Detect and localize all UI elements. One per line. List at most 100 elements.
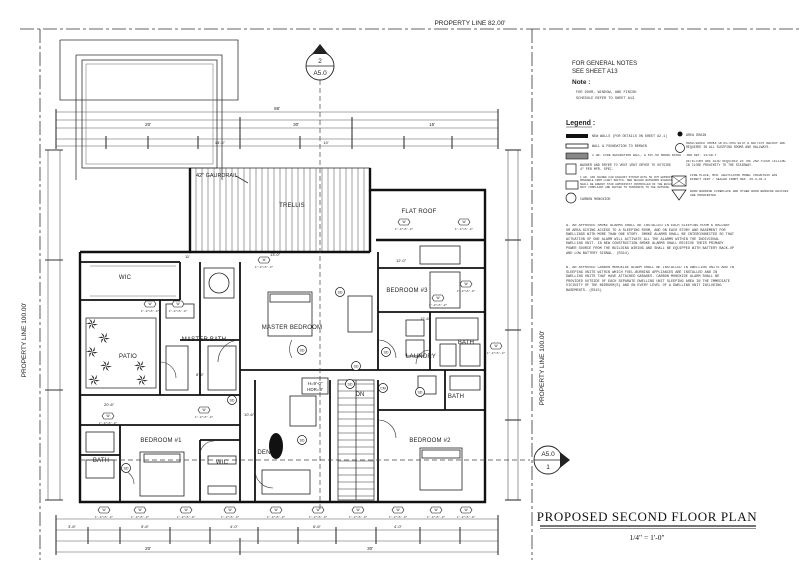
svg-text:3'-0"x5'-0": 3'-0"x5'-0" <box>309 515 328 519</box>
label-header-height: HDR=8' <box>307 387 323 392</box>
dim-overall: 86' <box>274 106 280 111</box>
svg-text:PROPOSED SECOND FLOOR PLAN: PROPOSED SECOND FLOOR PLAN <box>537 509 757 524</box>
svg-text:A5.0: A5.0 <box>313 70 327 77</box>
general-notes: FOR GENERAL NOTES SEE SHEET A13 Note : F… <box>572 61 637 101</box>
svg-text:SD: SD <box>348 382 353 386</box>
svg-text:SD: SD <box>124 466 129 470</box>
co-alarm-note: B. AN APPROVED CARBON MONOXIDE ALARM SHA… <box>566 266 735 293</box>
legend-detector-note: DETECTORS ARE ALSO REQUIRED IN THE 2ND F… <box>686 160 786 167</box>
svg-text:3'-0"x5'-0": 3'-0"x5'-0" <box>177 515 196 519</box>
legend-fireplace-note: FIRE PLACE, MFR. HEATILATOR MODEL CRAVE7… <box>690 174 778 181</box>
co-detector-icon: CM <box>378 383 388 393</box>
plant-icon <box>86 318 98 330</box>
dim-sub-1: 14'-6" <box>215 140 226 145</box>
window-tag: W3'-0"x5'-0" <box>389 506 408 519</box>
svg-text:1 HR. FIRE SEPARATION WALL, &: 1 HR. FIRE SEPARATION WALL, & STC-50 SOU… <box>592 153 717 157</box>
window-tag: W 3'-0"x5'-0" <box>457 506 476 519</box>
smoke-alarm-note: A. AN APPROVED SMOKE ALARMS SHALL BE INS… <box>566 224 735 256</box>
smoke-detector-icon: SD <box>121 463 131 473</box>
window-tag: W3'-0"x5'-0" <box>267 506 286 519</box>
svg-text:Legend :: Legend : <box>566 120 595 127</box>
svg-text:3'-0"x5'-0": 3'-0"x5'-0" <box>427 515 446 519</box>
title-block: PROPOSED SECOND FLOOR PLAN 1/4" = 1'-0" <box>537 509 757 542</box>
dim-b2: 5'-6" <box>141 524 150 529</box>
svg-text:W: W <box>102 508 105 512</box>
smoke-detector-icon: SD <box>297 345 307 355</box>
svg-text:3'-0"x5'-0": 3'-0"x5'-0" <box>169 309 188 313</box>
svg-text:SCHEDULE REFER TO SHEET A13: SCHEDULE REFER TO SHEET A13 <box>576 97 634 101</box>
smoke-detector-icon: SD <box>381 347 391 357</box>
smoke-detector-icon: SD <box>351 361 361 371</box>
svg-text:3'-0"x5'-0": 3'-0"x5'-0" <box>457 515 476 519</box>
smoke-detector-icon: SD <box>227 395 237 405</box>
svg-text:W: W <box>316 508 319 512</box>
legend-woodburning-note: WOOD BURNING FIREPLACE AND OTHER WOOD BU… <box>690 190 789 197</box>
legend-washer-note: WASHER AND DRYER TO VENT VENT DRYER TO O… <box>580 163 672 171</box>
dim-mid: 30' <box>293 122 299 127</box>
roof-outline <box>59 39 239 180</box>
window-tag: W 3'-0"x5'-0" <box>309 506 328 519</box>
svg-text:3'-0"x5'-0": 3'-0"x5'-0" <box>221 515 240 519</box>
label-laundry: LAUNDRY <box>406 354 436 360</box>
bottom-dimensions <box>55 515 499 555</box>
dim-b1: 3'-6" <box>68 524 77 529</box>
svg-text:W: W <box>228 508 231 512</box>
svg-text:W: W <box>202 408 205 412</box>
interior-walls <box>80 252 485 502</box>
dim-int-4: 8'-6" <box>196 372 205 377</box>
window-tag: W3'-0"x5'-0" <box>455 218 474 231</box>
window-tag: W 3'-0"x5'-0" <box>131 506 150 519</box>
svg-text:W: W <box>402 220 405 224</box>
dim-b6: 20' <box>145 546 151 551</box>
svg-text:SD: SD <box>384 350 389 354</box>
svg-text:SD: SD <box>300 348 305 352</box>
svg-text:W: W <box>464 282 467 286</box>
svg-text:WALL & FOUNDATION TO REMAIN: WALL & FOUNDATION TO REMAIN <box>592 145 647 149</box>
svg-text:3'-0"x5'-0": 3'-0"x5'-0" <box>395 227 414 231</box>
svg-text:3'-0"x5'-0": 3'-0"x5'-0" <box>255 265 274 269</box>
svg-text:W: W <box>138 508 141 512</box>
label-bedroom-1: BEDROOM #1 <box>140 438 182 444</box>
fireplace-icon <box>269 433 283 459</box>
svg-text:W: W <box>184 508 187 512</box>
window-tags: W 3'-0"x5'-0" W 3'-0"x5'-0" W 3'-0"x5'-0" W 3'-… <box>95 218 506 519</box>
side-dimensions <box>45 149 521 501</box>
window-tag: W 3'-0"x5'-0" <box>395 218 414 231</box>
section-marker-top: 2 A5.0 <box>305 44 335 510</box>
label-wic-bottom: WIC <box>216 460 229 466</box>
smoke-detector-icon: SD <box>345 379 355 389</box>
window-tag: W 3'-0"x5'-0" <box>427 506 446 519</box>
svg-text:W: W <box>494 344 497 348</box>
door-swings <box>119 339 431 489</box>
window-tag: W3'-0"x5'-0" <box>195 406 214 419</box>
label-trellis: TRELLIS <box>279 203 305 209</box>
svg-text:W: W <box>356 508 359 512</box>
dim-left: 20' <box>145 122 151 127</box>
svg-text:SD: SD <box>338 290 343 294</box>
svg-text:W: W <box>148 302 151 306</box>
legend-fan-note: 1 HR. AIR CHANGE FAN EXHAUST SYSTEM WITH… <box>580 176 680 190</box>
label-den: DEN <box>257 450 270 456</box>
window-tag: W3'-0"x5'-0" <box>169 300 188 313</box>
window-tag: W3'-0"x5'-0" <box>487 342 506 355</box>
svg-text:CM: CM <box>380 386 386 390</box>
svg-text:W: W <box>464 508 467 512</box>
svg-text:W: W <box>106 414 109 418</box>
svg-text:3'-0"x5'-0": 3'-0"x5'-0" <box>131 515 150 519</box>
label-bath-left: BATH <box>93 458 109 464</box>
dim-int-6: 10'-6" <box>244 412 255 417</box>
plant-icon <box>100 360 112 372</box>
svg-text:W: W <box>434 508 437 512</box>
label-bedroom-2: BEDROOM #2 <box>409 438 451 444</box>
plant-icon <box>86 346 98 358</box>
label-patio: PATIO <box>119 354 137 360</box>
svg-text:W: W <box>262 258 265 262</box>
svg-text:3'-0"x5'-0": 3'-0"x5'-0" <box>455 227 474 231</box>
label-bath-right: BATH <box>458 340 474 346</box>
svg-text:A5.0: A5.0 <box>541 451 555 458</box>
label-guardrail: 42" GAURDRAIL <box>196 173 238 179</box>
window-tag: W3'-0"x5'-0" <box>141 300 160 313</box>
svg-text:1/4" = 1'-0": 1/4" = 1'-0" <box>629 533 664 542</box>
svg-text:AREA DRAIN: AREA DRAIN <box>686 134 706 138</box>
